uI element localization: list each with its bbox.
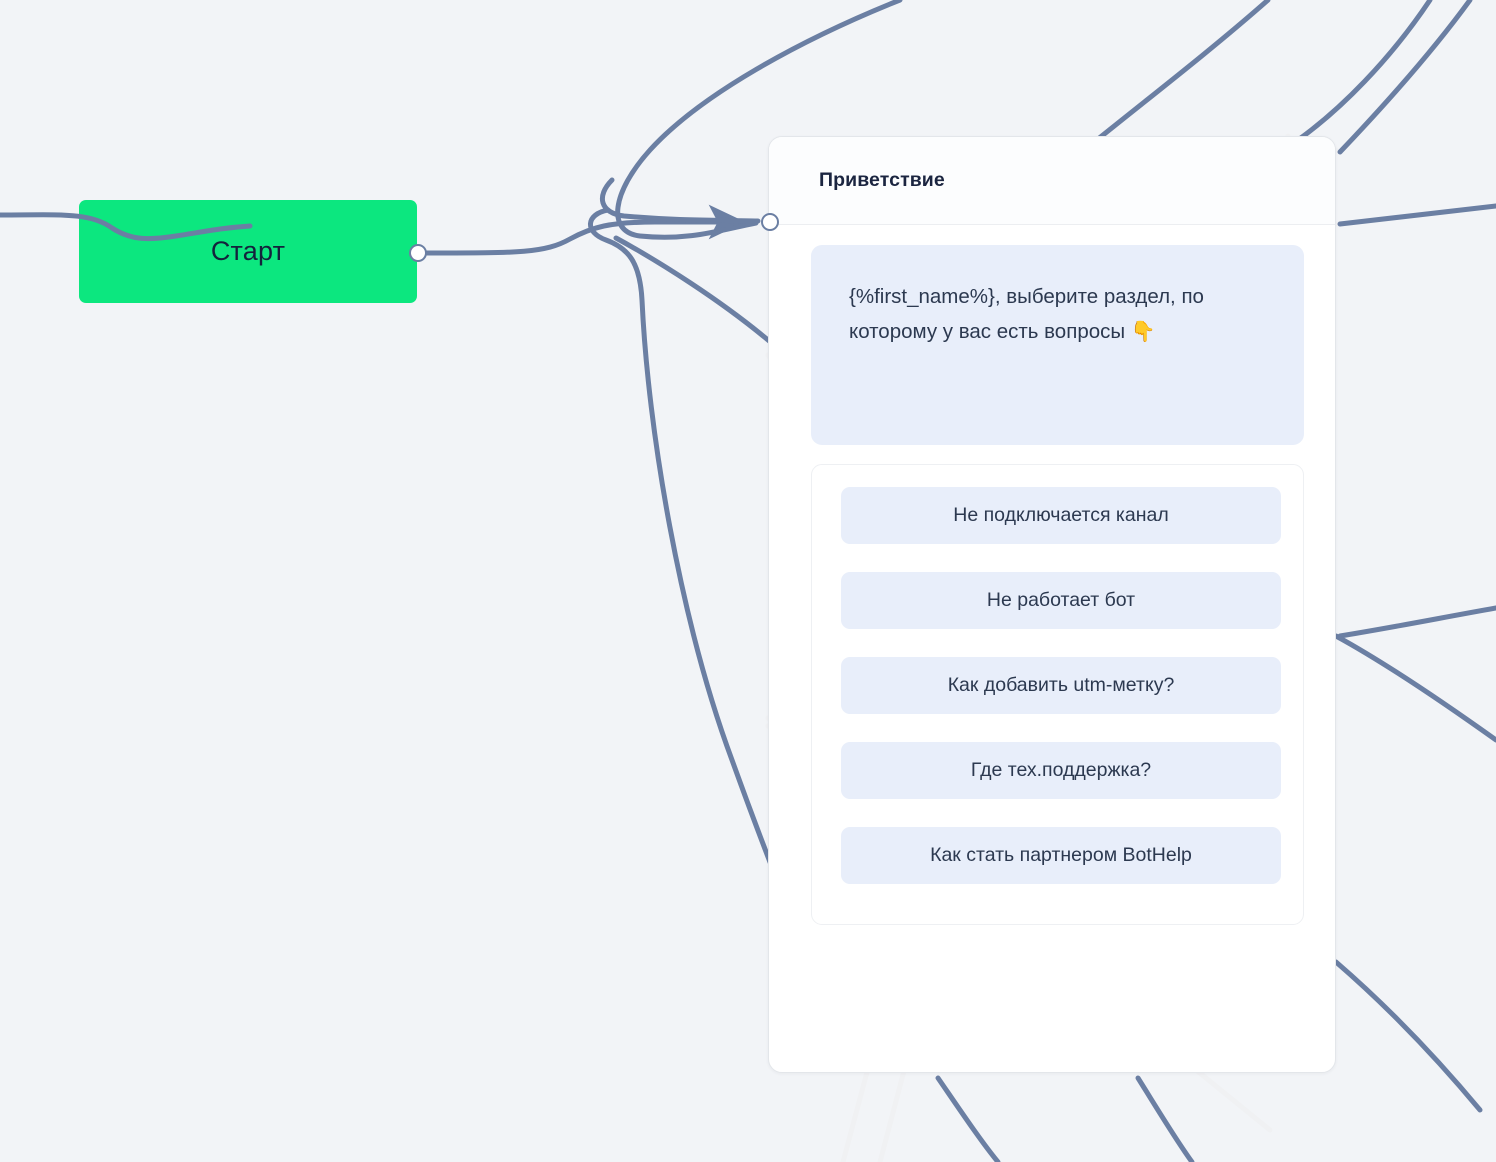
quick-reply-button-5[interactable]: Как стать партнером BotHelp <box>841 827 1281 884</box>
quick-reply-buttons-container: Не подключается канал Не работает бот Ка… <box>811 464 1304 925</box>
quick-reply-button-1[interactable]: Не подключается канал <box>841 487 1281 544</box>
card-header: Приветствие <box>769 137 1335 225</box>
message-bubble[interactable]: {%first_name%}, выберите раздел, по кото… <box>811 245 1304 445</box>
start-node-label: Старт <box>210 236 286 266</box>
pointing-down-emoji: 👇 <box>1130 321 1156 343</box>
card-input-port[interactable] <box>761 213 779 231</box>
quick-reply-button-4[interactable]: Где тех.поддержка? <box>841 742 1281 799</box>
message-text-content: {%first_name%}, выберите раздел, по кото… <box>849 285 1204 343</box>
quick-reply-button-2[interactable]: Не работает бот <box>841 572 1281 629</box>
start-output-port[interactable] <box>409 244 427 262</box>
start-node[interactable]: Старт <box>79 200 417 303</box>
card-body: {%first_name%}, выберите раздел, по кото… <box>769 225 1335 925</box>
card-title: Приветствие <box>819 169 945 191</box>
quick-reply-button-3[interactable]: Как добавить utm-метку? <box>841 657 1281 714</box>
message-card[interactable]: Приветствие {%first_name%}, выберите раз… <box>768 136 1336 1073</box>
message-text: {%first_name%}, выберите раздел, по кото… <box>849 279 1270 350</box>
